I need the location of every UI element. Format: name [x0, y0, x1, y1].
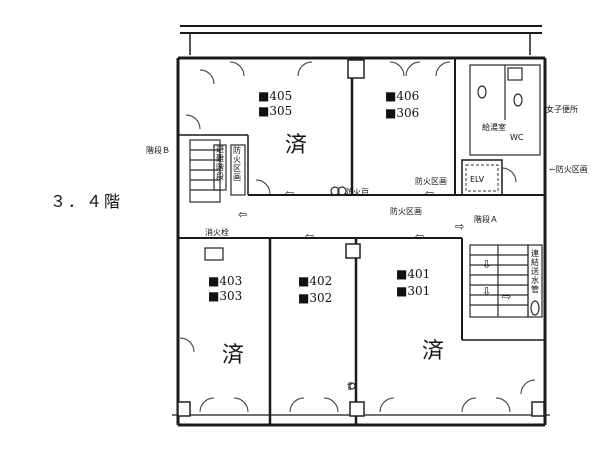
fire-zone-label: 防火区画: [415, 176, 447, 186]
svg-text:⇦: ⇦: [415, 230, 424, 243]
svg-text:■301: ■301: [396, 284, 430, 298]
svg-text:⇦: ⇦: [425, 187, 434, 200]
fire-hydrant-label: 消火栓: [205, 227, 229, 237]
fire-zone-vertical-label: 防火区画: [233, 145, 241, 182]
elevator: ELV: [461, 159, 503, 196]
svg-text:⇩: ⇩: [482, 285, 491, 298]
fire-door-label: 防火戸: [345, 187, 369, 197]
svg-text:■406: ■406: [385, 89, 419, 103]
doors: [179, 61, 536, 413]
markers: [330, 186, 356, 390]
floor-label: ３．４階: [50, 192, 122, 211]
svg-text:■302: ■302: [298, 291, 332, 305]
womens-toilet-label: 女子便所: [546, 104, 578, 114]
room-numbers: ■405 ■305 ■406 ■306 ■403 ■303 ■402 ■302 …: [208, 89, 430, 305]
fire-zone-right-label: ←防火区画: [549, 164, 588, 174]
svg-text:■401: ■401: [396, 267, 430, 281]
interior-walls: [178, 58, 545, 425]
toilet-area: 給湯室 WC: [469, 64, 541, 156]
outer-walls: [172, 56, 550, 427]
svg-text:⇦: ⇦: [305, 230, 314, 243]
svg-text:⇨: ⇨: [455, 220, 464, 233]
svg-text:■305: ■305: [258, 104, 292, 118]
svg-text:⇩: ⇩: [482, 258, 491, 271]
evac-stair-label: 避難階段: [216, 144, 224, 181]
wc-label: WC: [510, 133, 524, 142]
stair-b-label: 階段Ｂ: [146, 145, 170, 155]
svg-text:■306: ■306: [385, 106, 419, 120]
status-mark-405: 済: [285, 133, 307, 158]
stair-a: 避難階段 防火区画: [189, 139, 246, 203]
columns: [177, 59, 545, 417]
connection-pipe-label: 連結送水管: [531, 248, 539, 294]
svg-text:⇦: ⇦: [238, 208, 247, 221]
svg-text:■403: ■403: [208, 274, 242, 288]
status-mark-403: 済: [222, 343, 244, 368]
svg-text:■405: ■405: [258, 89, 292, 103]
svg-text:⇨: ⇨: [502, 290, 511, 303]
stair-a-label: 階段Ａ: [474, 214, 498, 224]
fire-zone-label-2: 防火区画: [390, 206, 422, 216]
status-marks: 済 済 済: [222, 133, 444, 368]
roof-band: [180, 25, 542, 55]
svg-text:■402: ■402: [298, 274, 332, 288]
kitchen-label: 給湯室: [482, 122, 506, 132]
svg-text:⇦: ⇦: [285, 187, 294, 200]
stair-b: ⇩ ⇩ ⇨ 連結送水管: [469, 244, 543, 318]
status-mark-401: 済: [422, 339, 444, 364]
elv-label: ELV: [470, 175, 485, 184]
svg-text:■303: ■303: [208, 289, 242, 303]
